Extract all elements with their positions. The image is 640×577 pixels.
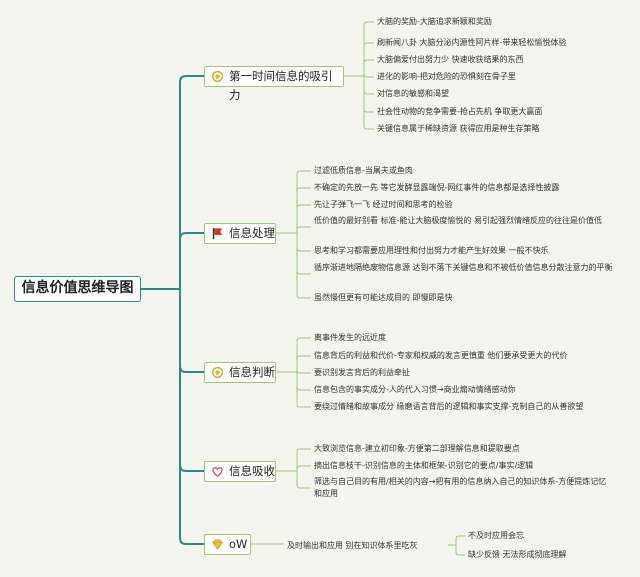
leaf-connector	[296, 204, 311, 233]
leaf-item: 不确定的先放一先 等它发酵显露端倪-网红事件的信息都是选择性披露	[314, 183, 560, 192]
leaf-item: 刷新闻八卦 大脑分泌内源性阿片样-带来轻松愉悦体验	[377, 38, 567, 47]
leaf-connector	[296, 233, 311, 275]
leaf-item: 缺少反馈 无法形成彻底理解	[468, 550, 567, 559]
leaf-item: 思考和学习都需要应用理性和付出努力才能产生好效果 一般不快乐	[314, 246, 549, 255]
leaf-connector	[363, 76, 374, 130]
leaf-connector	[363, 59, 374, 76]
leaf-connector	[363, 73, 374, 78]
diamond-icon	[212, 539, 223, 550]
award-medal-icon	[212, 367, 223, 378]
leaf-item: 要识别发言背后的利益牵扯	[314, 368, 410, 377]
leaf-item: 离事件发生的远近度	[314, 333, 386, 342]
leaf-connector	[296, 372, 311, 408]
leaf-connector	[455, 545, 465, 556]
branch-label: 信息处理	[229, 226, 275, 240]
leaf-item: 大致浏览信息-建立初印象-方便第二部理解信息和提取要点	[314, 444, 520, 453]
leaf-item: 过滤低质信息-当屠夫或鱼肉	[314, 166, 413, 175]
branch-connector	[179, 289, 204, 472]
leaf-item: 大脑偏爱付出努力少 快速收获结果的东西	[377, 55, 524, 64]
leaf-item: 筛选与自己目的有用/相关的内容→把有用的信息纳入自己的知识体系-方便提炼记忆和应…	[314, 477, 607, 498]
leaf-item: 低价值的最好别看 标准-能让大脑极度愉悦的 易引起强烈情绪反应的往往是价值低	[314, 216, 602, 225]
branch-label: oW	[229, 537, 248, 551]
branch-label: 信息判断	[229, 365, 275, 379]
branch-connector	[179, 75, 204, 289]
leaf-connector	[296, 372, 311, 391]
leaf-item: 关键信息属于稀缺资源 获得应用是种生存策略	[377, 124, 540, 133]
branch-output[interactable]: oW	[204, 534, 251, 555]
leaf-connector	[296, 170, 311, 233]
leaf-connector	[296, 337, 311, 372]
leaf-connector	[363, 21, 374, 76]
red-flag-icon	[212, 227, 223, 240]
branch-label: 信息吸收	[229, 464, 275, 478]
award-medal-icon	[212, 71, 223, 82]
leaf-item: 循序渐进地隔绝废物信息源 达到不落下关键信息和不被低价值信息分散注意力的平衡	[314, 263, 613, 272]
leaf-item: 大脑的奖励-大脑追求新颖和奖励	[377, 17, 492, 26]
leaf-item: 要绕过情绪和故事成分 缘磨语言背后的逻辑和事实支撑-克制自己的从善欲望	[314, 402, 584, 411]
root-node[interactable]: 信息价值思维导图	[14, 276, 141, 302]
leaf-connector	[296, 226, 311, 233]
leaf-connector	[296, 233, 311, 252]
leaf-item: 信息包含的事实成分-人的代入习惯→商业煽动情绪感动你	[314, 385, 516, 394]
heart-icon	[212, 467, 223, 477]
leaf-item: 信息背后的利益和代价-专家和权威的发言更慎重 他们要承受更大的代价	[314, 351, 568, 360]
branch-connector	[179, 289, 204, 545]
leaf-connector	[296, 355, 311, 372]
leaf-connector	[363, 42, 374, 76]
leaf-item: 进化的影响-把对危险的恐惧刻在骨子里	[377, 72, 516, 81]
branch-judgement[interactable]: 信息判断	[204, 362, 276, 383]
branch-processing[interactable]: 信息处理	[204, 223, 276, 244]
leaf-connector	[455, 535, 465, 545]
branch-absorption[interactable]: 信息吸收	[204, 461, 276, 482]
leaf-connector	[296, 233, 311, 299]
branch-label: 第一时间信息的吸引力	[229, 69, 333, 102]
leaf-item: 先让子弹飞一飞 经过时间和思考的检验	[314, 200, 453, 209]
leaf-item: 不及时应用会忘	[468, 531, 524, 540]
leaf-connector	[296, 187, 311, 233]
branch-attraction[interactable]: 第一时间信息的吸引力	[204, 66, 344, 102]
leaf-item: 对信息的敏感和渴望	[377, 89, 449, 98]
sub-node: 及时输出和应用 别在知识体系里吃灰	[287, 541, 418, 550]
branch-connector	[179, 232, 204, 289]
leaf-connector	[296, 471, 311, 489]
leaf-connector	[363, 76, 374, 95]
leaf-connector	[296, 465, 311, 471]
leaf-connector	[296, 448, 311, 471]
leaf-item: 虽然慢但更有可能达成目的 即慢即是快	[314, 293, 453, 302]
leaf-item: 摘出信息枝干-识别信息的主体和框架-识别它的要点/事实/逻辑	[314, 461, 534, 470]
branch-connector	[179, 289, 204, 373]
leaf-item: 社会性动物的竞争需要-抢占先机 争取更大赢面	[377, 107, 543, 116]
leaf-connector	[296, 369, 311, 374]
